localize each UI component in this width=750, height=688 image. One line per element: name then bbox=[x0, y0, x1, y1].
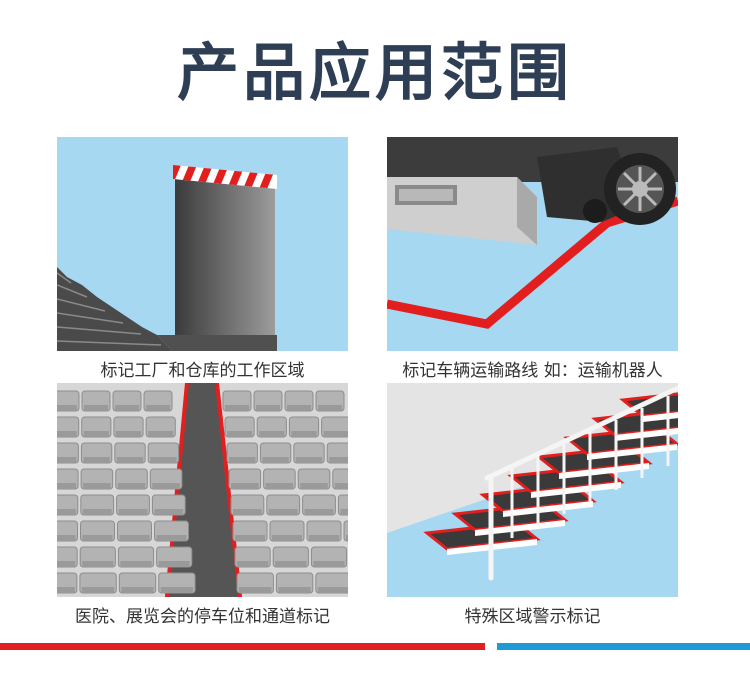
caption-hall-aisle: 医院、展览会的停车位和通道标记 bbox=[75, 607, 330, 627]
caption-warehouse: 标记工厂和仓库的工作区域 bbox=[100, 361, 305, 381]
caption-stairs: 特殊区域警示标记 bbox=[464, 607, 601, 627]
panel-stairs-image bbox=[387, 383, 678, 597]
caption-vehicle-route: 标记车辆运输路线 如：运输机器人 bbox=[402, 361, 663, 381]
footer-red-bar bbox=[0, 643, 485, 650]
panel-vehicle-route-image bbox=[387, 137, 678, 351]
panel-warehouse-image bbox=[57, 137, 348, 351]
footer-blue-bar bbox=[497, 643, 750, 650]
panel-hall-aisle-image bbox=[57, 383, 348, 597]
page-title: 产品应用范围 bbox=[176, 36, 573, 109]
